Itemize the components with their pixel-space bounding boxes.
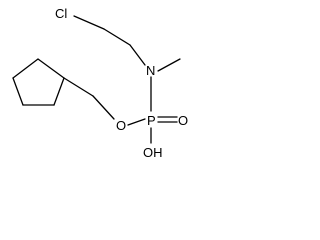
ring-bond: [12, 77, 24, 106]
ring-bond: [53, 77, 65, 106]
ch2-cl-bond: [73, 15, 105, 30]
ring-bond: [37, 58, 65, 79]
chlorine-atom-label: Cl: [55, 6, 67, 21]
hydroxyl-group-label: OH: [143, 145, 163, 160]
n-methyl-bond: [157, 58, 181, 72]
nitrogen-atom-label: N: [146, 63, 155, 78]
carbonyl-oxygen-atom-label: O: [178, 113, 188, 128]
ester-oxygen-atom-label: O: [116, 118, 126, 133]
ring-ch2-bond: [63, 77, 94, 97]
cyclopentane-ring: [12, 58, 65, 106]
ring-bond: [12, 58, 39, 79]
n-ch2-bond: [129, 44, 146, 66]
molecule-diagram: Cl N O P O OH: [12, 6, 188, 160]
ch2-o-bond: [92, 95, 115, 120]
ch2-ch2-bond: [103, 28, 131, 46]
o-p-bond: [127, 118, 146, 126]
phosphorus-atom-label: P: [147, 113, 156, 128]
